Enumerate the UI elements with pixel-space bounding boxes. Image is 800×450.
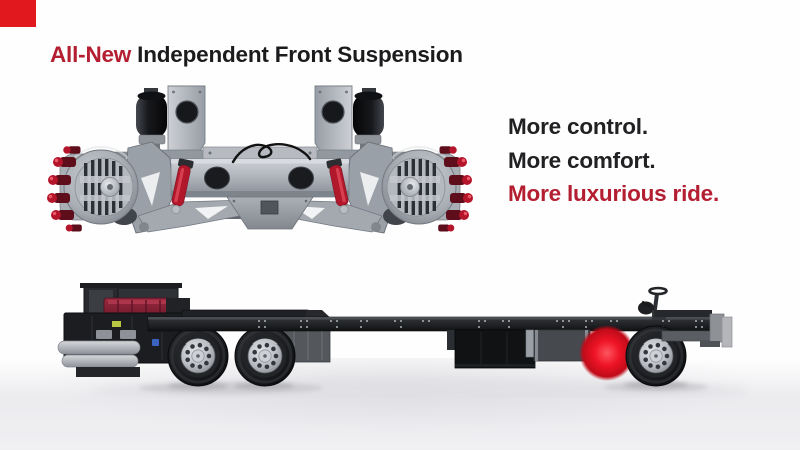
benefit-comfort: More comfort.	[508, 147, 656, 173]
benefit-control: More control.	[508, 114, 648, 139]
front-suspension-highlight	[579, 325, 635, 381]
suspension-beam	[170, 146, 350, 230]
air-hose	[231, 143, 312, 164]
rear-wheels	[166, 324, 297, 388]
frame-rail	[147, 316, 713, 332]
front-frame-end	[654, 310, 733, 348]
chassis-illustration	[57, 283, 750, 398]
battery-box	[447, 329, 591, 369]
corner-badge	[0, 0, 36, 27]
page-title: All-New Independent Front Suspension	[50, 42, 463, 68]
engine-label	[112, 321, 121, 327]
title-highlight: All-New	[50, 42, 132, 67]
benefits-list: More control. More comfort. More luxurio…	[508, 110, 719, 211]
exhaust-tank	[57, 340, 141, 355]
suspension-illustration	[46, 85, 474, 234]
chassis-shadow	[90, 381, 750, 398]
title-rest: Independent Front Suspension	[131, 42, 463, 67]
benefit-luxurious-ride: More luxurious ride.	[508, 181, 720, 206]
